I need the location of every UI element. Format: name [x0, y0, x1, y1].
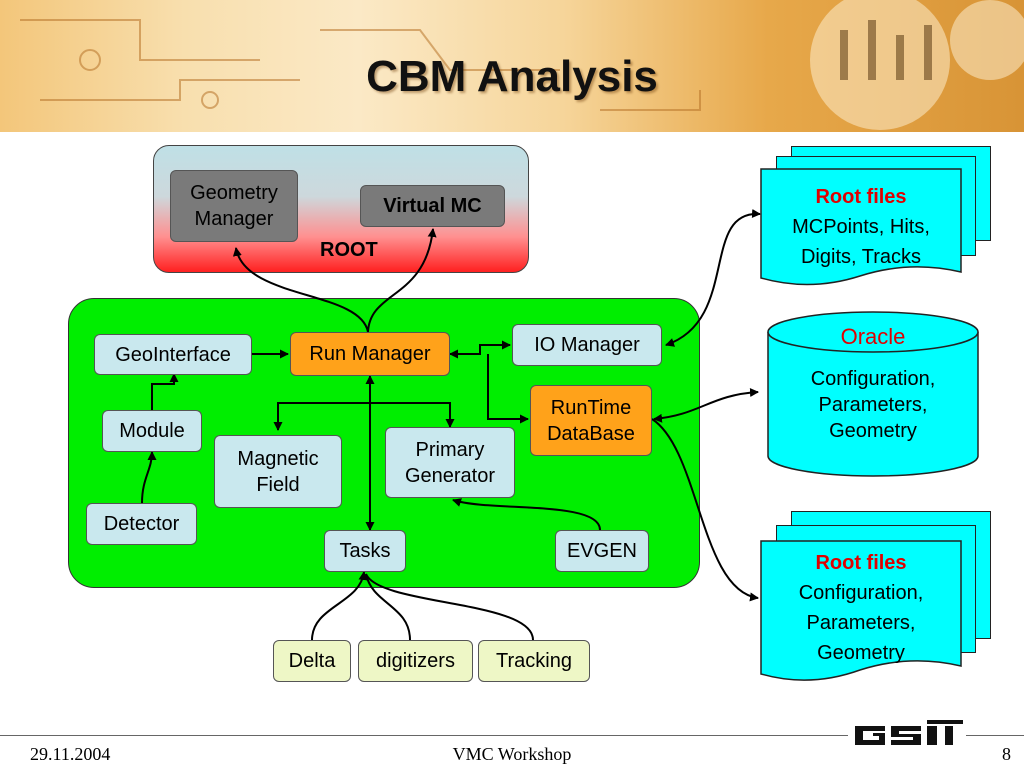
- primary-generator-box: Primary Generator: [385, 427, 515, 498]
- footer-page-number: 8: [1002, 744, 1011, 764]
- evgen-label: EVGEN: [566, 540, 638, 562]
- footer-divider-left: [0, 735, 848, 736]
- banner-decoration: [20, 0, 1024, 130]
- virtual-mc-label: Virtual MC: [383, 195, 482, 217]
- root-files-1-line1: MCPoints, Hits,: [792, 216, 930, 238]
- geometry-manager-label: Geometry Manager: [190, 182, 278, 230]
- geointerface-label: GeoInterface: [115, 343, 231, 366]
- detector-box: Detector: [86, 503, 197, 545]
- digitizers-label: digitizers: [376, 650, 455, 672]
- runtime-database-label: RunTime DataBase: [547, 396, 635, 445]
- io-manager-label: IO Manager: [534, 334, 640, 356]
- gsi-logo: [855, 720, 963, 745]
- digitizers-box: digitizers: [358, 640, 473, 682]
- root-files-2-line3: Geometry: [817, 642, 905, 664]
- primary-generator-label: Primary Generator: [404, 438, 496, 487]
- root-files-1-page-front: [760, 168, 962, 286]
- detector-label: Detector: [103, 513, 180, 535]
- runtime-database-box: RunTime DataBase: [530, 385, 652, 456]
- delta-box: Delta: [273, 640, 351, 682]
- root-files-2-line1: Configuration,: [798, 582, 924, 604]
- footer-event: VMC Workshop: [452, 744, 572, 764]
- oracle-line1: Configuration,: [810, 368, 936, 390]
- root-files-2-line2: Parameters,: [806, 612, 916, 634]
- run-manager-label: Run Manager: [309, 343, 431, 365]
- oracle-label: Oracle Configuration, Parameters, Geomet…: [766, 322, 980, 444]
- title-banner: CBM Analysis: [0, 0, 1024, 132]
- geometry-manager-box: Geometry Manager: [170, 170, 298, 242]
- module-label: Module: [119, 420, 185, 442]
- virtual-mc-box: Virtual MC: [360, 185, 505, 227]
- magnetic-field-box: Magnetic Field: [214, 435, 342, 508]
- root-files-2-label: Root files Configuration, Parameters, Ge…: [760, 548, 962, 668]
- module-box: Module: [102, 410, 202, 452]
- run-manager-box: Run Manager: [290, 332, 450, 376]
- magnetic-field-label: Magnetic Field: [237, 447, 319, 496]
- footer-date: 29.11.2004: [30, 744, 111, 764]
- root-files-2-page-front: [760, 540, 962, 681]
- tracking-label: Tracking: [496, 650, 572, 672]
- tasks-box: Tasks: [324, 530, 406, 572]
- tracking-box: Tracking: [478, 640, 590, 682]
- delta-label: Delta: [288, 650, 336, 672]
- tasks-label: Tasks: [339, 540, 391, 562]
- slide-title: CBM Analysis: [366, 52, 658, 101]
- oracle-title: Oracle: [840, 324, 906, 349]
- oracle-line2: Parameters,: [818, 394, 928, 416]
- evgen-box: EVGEN: [555, 530, 649, 572]
- geointerface-box: GeoInterface: [94, 334, 252, 375]
- oracle-line3: Geometry: [829, 420, 917, 442]
- oracle-database-icon: [767, 311, 979, 477]
- root-files-2-title: Root files: [815, 552, 907, 574]
- io-manager-box: IO Manager: [512, 324, 662, 366]
- root-files-1-title: Root files: [815, 186, 907, 208]
- footer-divider-right: [966, 735, 1024, 736]
- root-files-1-line2: Digits, Tracks: [800, 246, 922, 268]
- root-files-1-label: Root files MCPoints, Hits, Digits, Track…: [760, 182, 962, 272]
- root-label: ROOT: [320, 239, 378, 261]
